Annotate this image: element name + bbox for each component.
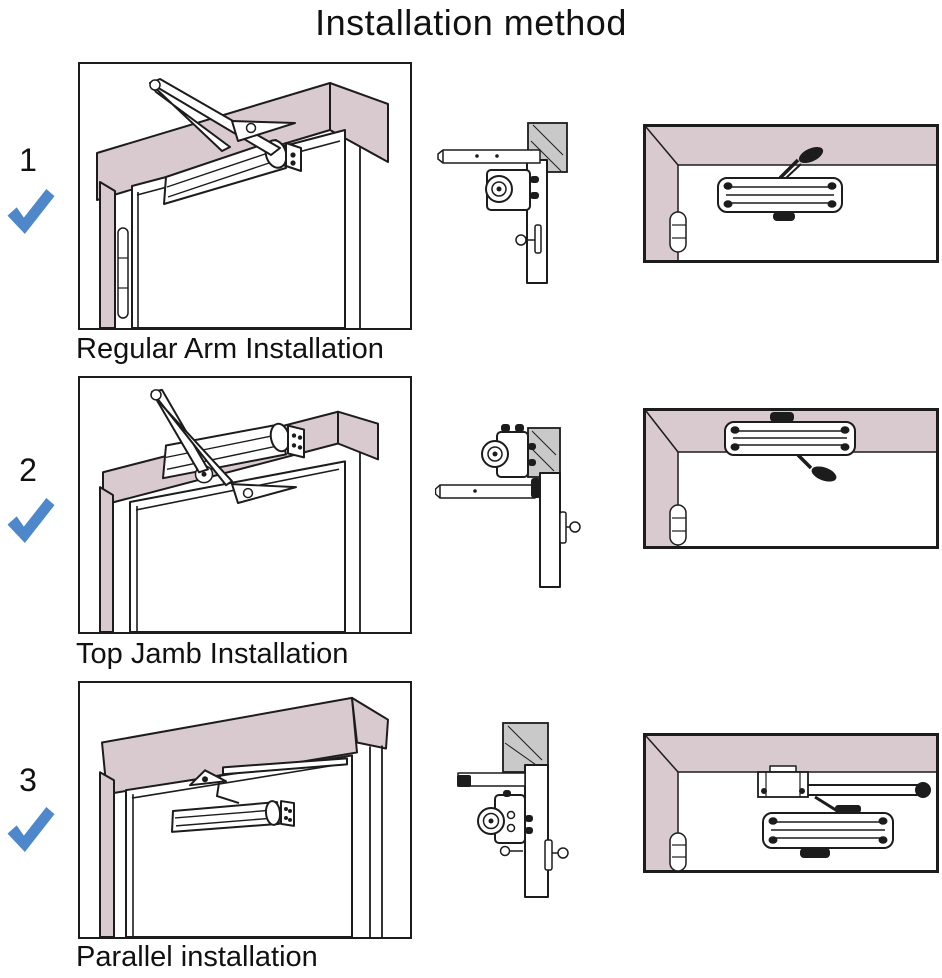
main-illustration — [78, 681, 412, 939]
closer-section — [485, 169, 539, 211]
frame-header-end — [337, 410, 379, 461]
screw-detail — [515, 224, 542, 254]
screw-detail — [499, 845, 523, 857]
frame-plan — [646, 127, 936, 260]
check-icon — [7, 807, 55, 852]
row-caption: Parallel installation — [76, 941, 318, 973]
top-view-diagram — [643, 124, 939, 263]
closer-plan — [762, 805, 894, 858]
closer-plan — [724, 412, 856, 482]
hinge-plan — [669, 211, 687, 253]
frame-plan — [646, 736, 936, 870]
hinge-plan — [669, 832, 687, 872]
closer-section — [481, 424, 536, 478]
closer-plan — [717, 146, 843, 221]
closer-arm — [149, 78, 296, 156]
row-caption: Regular Arm Installation — [76, 333, 384, 365]
frame-plan — [646, 411, 936, 546]
side-view-diagram — [437, 122, 568, 284]
closer-arm — [150, 388, 297, 505]
frame-header-end — [329, 82, 389, 163]
regular-arm-door-diagram — [96, 78, 389, 328]
arm-rod-plan — [808, 782, 931, 814]
arm-section — [437, 149, 541, 164]
check-icon — [7, 189, 55, 234]
handle-detail — [559, 511, 581, 544]
arm-section — [457, 772, 526, 787]
parallel-door-diagram — [99, 696, 389, 937]
main-illustration — [78, 376, 412, 634]
page-title: Installation method — [315, 2, 627, 43]
frame-left-jamb — [99, 771, 115, 937]
frame-left-jamb — [99, 181, 116, 328]
door-panel — [129, 460, 346, 632]
door-closer-body — [171, 800, 295, 833]
wall-block — [502, 722, 549, 773]
handle-detail — [544, 839, 569, 871]
side-view-diagram — [435, 424, 581, 588]
door-section — [539, 472, 561, 588]
hinge-plan — [669, 504, 687, 546]
row-caption: Top Jamb Installation — [76, 638, 349, 670]
frame-left-jamb — [99, 486, 114, 632]
arm-section — [435, 478, 541, 499]
hinge — [117, 227, 129, 319]
check-icon — [7, 498, 55, 543]
top-view-diagram — [643, 733, 939, 873]
frame-header-end — [351, 696, 389, 750]
step-number: 3 — [19, 762, 37, 798]
closer-arm — [189, 757, 348, 805]
closer-section — [477, 790, 533, 844]
side-view-diagram — [457, 722, 569, 898]
wall-block — [527, 427, 561, 478]
door-closer-body — [163, 139, 302, 205]
soffit-bracket-plan — [757, 765, 809, 798]
top-view-diagram — [643, 408, 939, 549]
step-number: 2 — [19, 452, 37, 488]
main-illustration — [78, 62, 412, 330]
step-number: 1 — [19, 142, 37, 178]
top-jamb-door-diagram — [99, 388, 379, 632]
